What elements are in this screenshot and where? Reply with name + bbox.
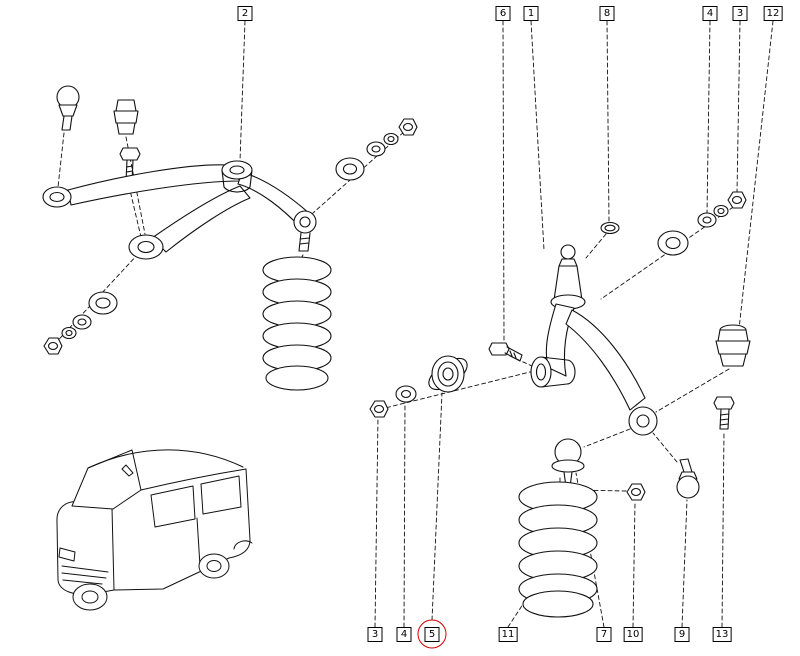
seal-ring [600, 221, 620, 235]
pivot-bushing-chain [369, 355, 468, 418]
vehicle-thumbnail-van [56, 449, 253, 611]
coil-spring-right [518, 481, 598, 618]
callout-12-top[interactable]: 12 [763, 6, 783, 21]
callout-3-bottom[interactable]: 3 [367, 627, 383, 642]
bump-stop-lower [715, 324, 751, 367]
leader-lines [239, 20, 774, 628]
upper-control-arm-assembly [42, 85, 418, 391]
lower-left-bushing-chain [43, 291, 118, 355]
callout-9-bottom[interactable]: 9 [674, 627, 690, 642]
upper-arm-body [42, 160, 311, 260]
right-bushing-chain [657, 191, 747, 256]
callout-11-bottom[interactable]: 11 [498, 627, 518, 642]
callout-5-bottom-highlighted[interactable]: 5 [424, 627, 440, 642]
bolt-pivot [488, 342, 523, 362]
lower-control-arm-assembly [369, 191, 751, 618]
callout-3-top[interactable]: 3 [732, 6, 748, 21]
coil-spring-left [262, 256, 332, 391]
lower-arm-body [530, 303, 658, 436]
bolt-bump-stop [713, 396, 735, 430]
control-arm-link [550, 244, 586, 310]
ball-joint-lower [551, 438, 585, 488]
callout-7-bottom[interactable]: 7 [596, 627, 612, 642]
callout-2-top[interactable]: 2 [237, 6, 253, 21]
stud-nut [626, 483, 646, 501]
spring-seat-mount [293, 210, 317, 252]
callout-10-bottom[interactable]: 10 [623, 627, 643, 642]
bump-stop-upper [113, 99, 139, 135]
ball-joint-upper [56, 85, 80, 131]
ball-joint-outer [676, 458, 700, 499]
callout-4-bottom[interactable]: 4 [396, 627, 412, 642]
upper-arm-bushing-chain [335, 118, 418, 181]
callout-6-top[interactable]: 6 [495, 6, 511, 21]
callout-1-top[interactable]: 1 [523, 6, 539, 21]
bolt-upper [119, 147, 141, 183]
callout-4-top[interactable]: 4 [702, 6, 718, 21]
callout-8-top[interactable]: 8 [599, 6, 615, 21]
callout-13-bottom[interactable]: 13 [712, 627, 732, 642]
